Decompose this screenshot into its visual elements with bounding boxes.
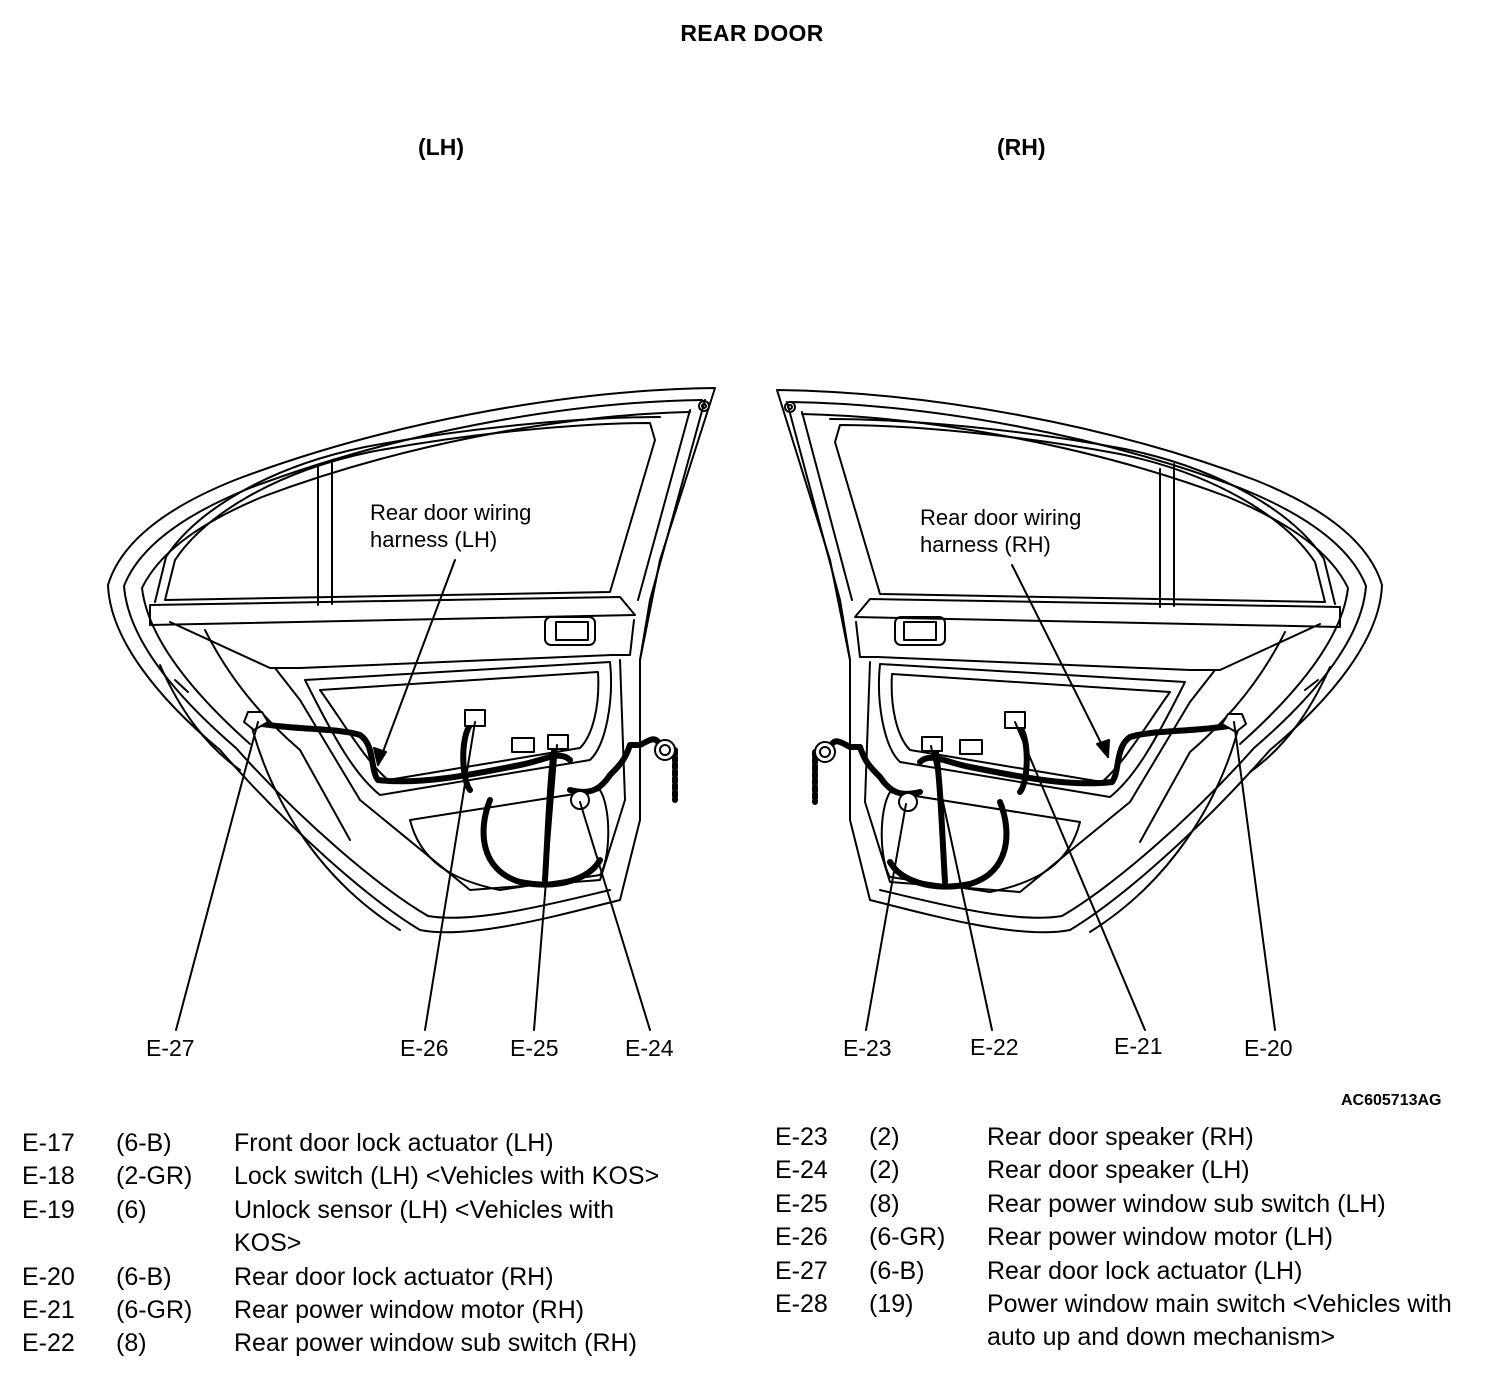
- diagram-title: REAR DOOR: [680, 20, 824, 46]
- connector-pins: (6-B): [116, 1262, 172, 1291]
- callout-e26: E-26: [400, 1035, 449, 1061]
- legend-right: E-23 (2) Rear door speaker (RH) E-24 (2)…: [775, 1121, 1495, 1355]
- connector-id: E-23: [775, 1123, 828, 1151]
- lh-harness-label-line1: Rear door wiring: [370, 500, 531, 525]
- lh-door-panel: [159, 616, 635, 931]
- connector-description: Rear power window sub switch (LH): [987, 1189, 1386, 1218]
- callout-e21: E-21: [1114, 1033, 1163, 1059]
- connector-pins: (19): [869, 1289, 914, 1318]
- connector-id: E-24: [775, 1156, 828, 1185]
- lh-harness-arrowhead: [373, 747, 387, 766]
- e21-leader: [1014, 721, 1146, 1031]
- connector-id: E-26: [775, 1223, 828, 1252]
- rh-side-label: (RH): [997, 134, 1046, 160]
- e24-leader: [579, 801, 651, 1031]
- connector-pins: (6-B): [116, 1129, 172, 1157]
- rh-door-outline: [776, 389, 1383, 934]
- legend-row: E-26 (6-GR) Rear power window motor (LH): [775, 1221, 1495, 1254]
- rh-wiring-harness: [812, 721, 1243, 890]
- connector-pins: (2-GR): [116, 1162, 193, 1191]
- callout-e20: E-20: [1244, 1035, 1293, 1061]
- connector-id: E-28: [775, 1289, 828, 1318]
- connector-id: E-21: [22, 1295, 75, 1324]
- connector-pins: (2): [869, 1156, 900, 1185]
- legend-left: E-17 (6-B) Front door lock actuator (LH)…: [22, 1127, 742, 1361]
- rh-harness-label-line1: Rear door wiring: [920, 505, 1081, 530]
- connector-id: E-19: [22, 1195, 75, 1224]
- rh-harness-leader: [1011, 564, 1109, 758]
- lh-harness-label-line2: harness (LH): [370, 527, 497, 552]
- connector-id: E-17: [22, 1129, 75, 1157]
- connector-pins: (6-GR): [869, 1223, 946, 1252]
- connector-description: Power window main switch <Vehicles with …: [987, 1289, 1452, 1352]
- connector-description: Rear door lock actuator (RH): [234, 1262, 554, 1291]
- connector-id: E-22: [22, 1329, 75, 1358]
- connector-id: E-27: [775, 1256, 828, 1285]
- connector-description: Rear power window motor (RH): [234, 1295, 585, 1324]
- connector-description: Rear door speaker (LH): [987, 1156, 1250, 1185]
- lh-side-label: (LH): [418, 134, 464, 160]
- lh-door-outline: [107, 387, 716, 934]
- lh-connectors: [243, 709, 676, 810]
- connector-description: Rear door speaker (RH): [987, 1123, 1254, 1151]
- e27-leader: [175, 721, 259, 1031]
- lh-window: [149, 416, 661, 626]
- connector-pins: (6-GR): [116, 1295, 193, 1324]
- connector-id: E-25: [775, 1189, 828, 1218]
- connector-pins: (6): [116, 1195, 147, 1224]
- callout-e24: E-24: [625, 1035, 674, 1061]
- leader-lines: [175, 559, 1276, 1031]
- connector-pins: (2): [869, 1123, 900, 1151]
- legend-row: E-27 (6-B) Rear door lock actuator (LH): [775, 1255, 1495, 1288]
- legend-row: E-20 (6-B) Rear door lock actuator (RH): [22, 1261, 742, 1294]
- connector-pins: (8): [869, 1189, 900, 1218]
- legend-row: E-23 (2) Rear door speaker (RH): [775, 1121, 1495, 1154]
- connector-id: E-20: [22, 1262, 75, 1291]
- connector-pins: (8): [116, 1329, 147, 1358]
- rh-harness-arrowhead: [1096, 739, 1110, 758]
- legend-row: E-19 (6) Unlock sensor (LH) <Vehicles wi…: [22, 1194, 742, 1261]
- connector-id: E-18: [22, 1162, 75, 1191]
- figure-code: AC605713AG: [1341, 1092, 1442, 1109]
- callout-e27: E-27: [146, 1035, 195, 1061]
- e23-leader: [865, 803, 907, 1031]
- legend-row: E-21 (6-GR) Rear power window motor (RH): [22, 1294, 742, 1327]
- legend-row: E-28 (19) Power window main switch <Vehi…: [775, 1288, 1495, 1355]
- e22-leader: [930, 745, 993, 1031]
- connector-description: Rear power window motor (LH): [987, 1223, 1333, 1252]
- e26-leader: [424, 721, 476, 1031]
- rh-window: [829, 418, 1341, 628]
- connector-description: Lock switch (LH) <Vehicles with KOS>: [234, 1162, 660, 1191]
- legend-row: E-18 (2-GR) Lock switch (LH) <Vehicles w…: [22, 1160, 742, 1193]
- callout-e23: E-23: [843, 1035, 892, 1061]
- connector-pins: (6-B): [869, 1256, 925, 1285]
- lh-harness-leader: [377, 559, 456, 766]
- legend-row: E-25 (8) Rear power window sub switch (L…: [775, 1188, 1495, 1221]
- e25-leader: [533, 744, 558, 1031]
- connector-description: Unlock sensor (LH) <Vehicles with KOS>: [234, 1195, 615, 1258]
- connector-description: Front door lock actuator (LH): [234, 1129, 554, 1157]
- door-diagram: Rear door wiring harness (LH) Rear door …: [107, 387, 1383, 1061]
- rh-harness-label-line2: harness (RH): [920, 532, 1051, 557]
- callout-e22: E-22: [970, 1034, 1019, 1060]
- legend-row: E-17 (6-B) Front door lock actuator (LH): [22, 1127, 742, 1160]
- connector-description: Rear power window sub switch (RH): [234, 1329, 637, 1358]
- legend-row: E-24 (2) Rear door speaker (LH): [775, 1154, 1495, 1187]
- callout-e25: E-25: [510, 1035, 559, 1061]
- legend-row: E-22 (8) Rear power window sub switch (R…: [22, 1327, 742, 1360]
- rh-connectors: [814, 711, 1247, 812]
- e20-leader: [1233, 721, 1276, 1031]
- connector-description: Rear door lock actuator (LH): [987, 1256, 1303, 1285]
